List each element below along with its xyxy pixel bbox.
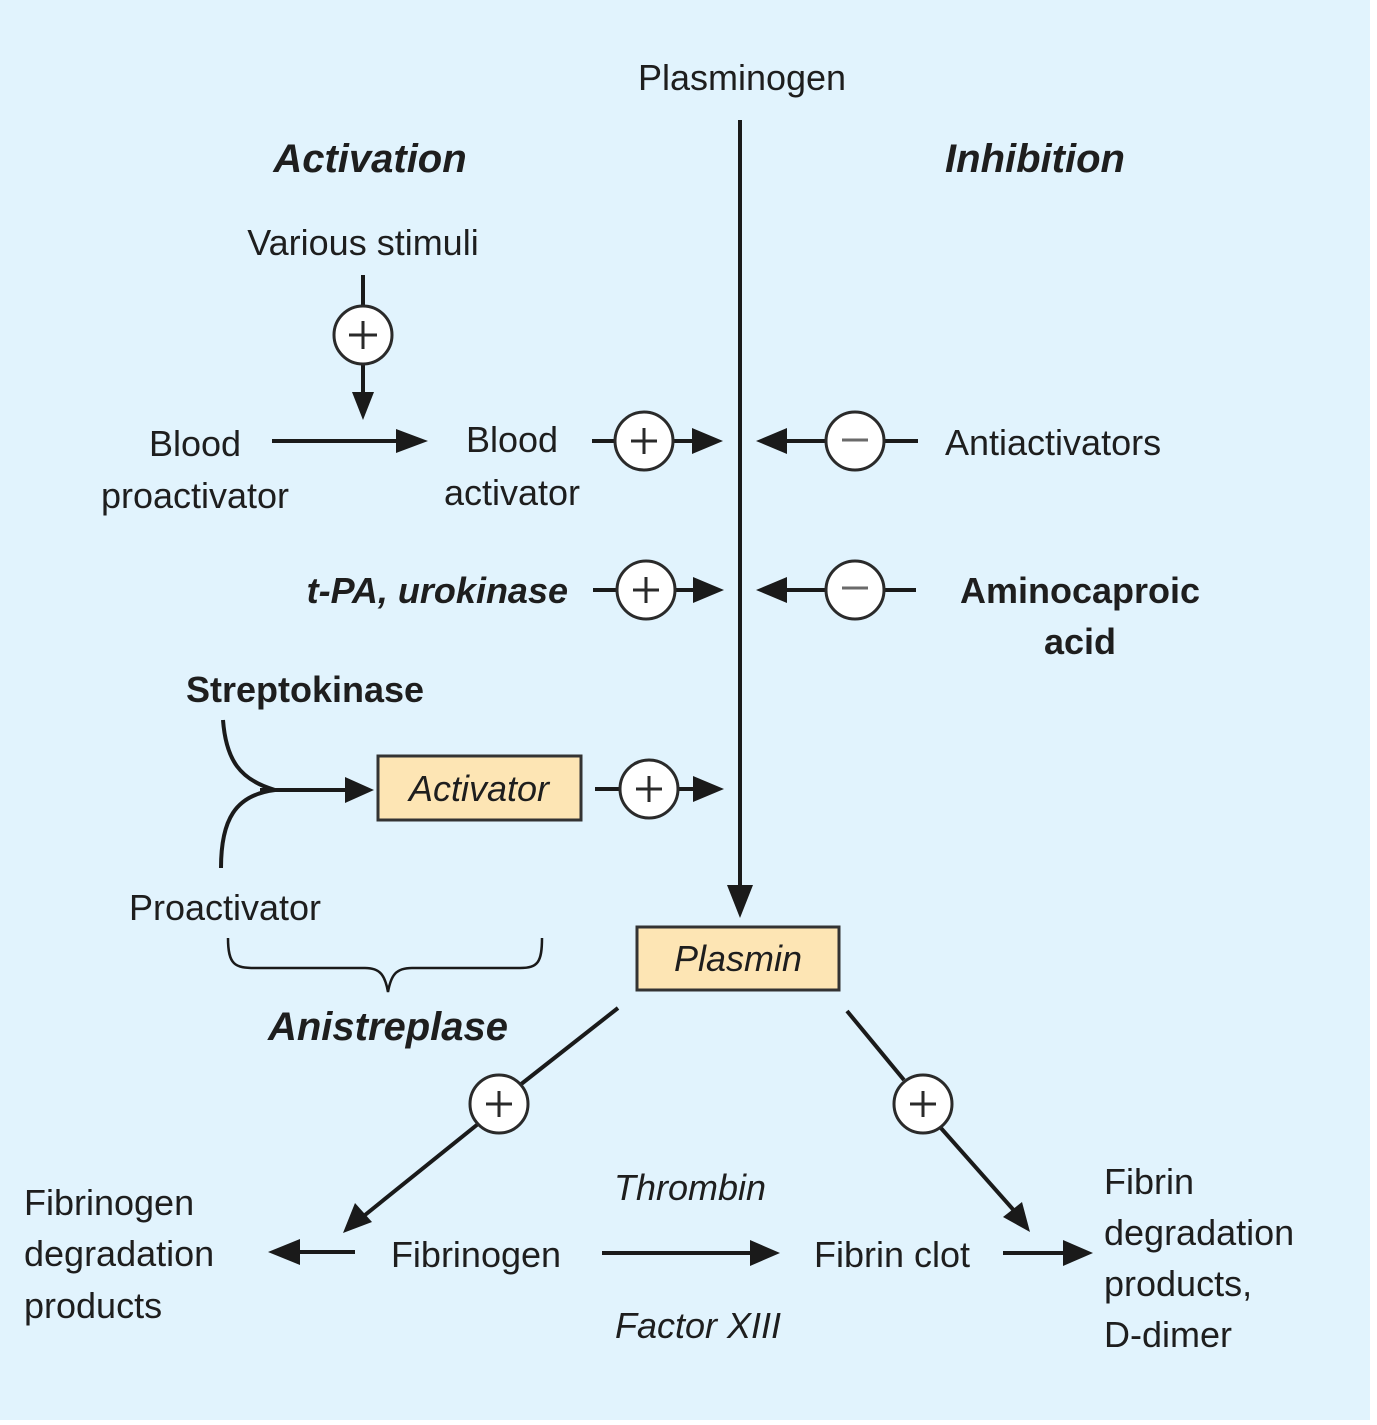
aminocaproic-minus-arrow bbox=[756, 559, 916, 621]
fibrin-clot-label: Fibrin clot bbox=[814, 1234, 970, 1275]
activator-plus-arrow bbox=[595, 758, 724, 820]
fibrinogen-to-fdp-arrow bbox=[268, 1239, 355, 1265]
proactivator-to-activator-arrow bbox=[272, 429, 428, 453]
inhibition-heading: Inhibition bbox=[945, 137, 1125, 181]
plasminogen-to-plasmin-arrow bbox=[727, 120, 753, 918]
activation-heading: Activation bbox=[272, 137, 466, 181]
activator-box: Activator bbox=[376, 754, 583, 822]
fibrin-degradation-line2: degradation bbox=[1104, 1212, 1294, 1253]
aminocaproic-acid-line1: Aminocaproic bbox=[960, 570, 1200, 611]
fibrin-degradation-line4: D-dimer bbox=[1104, 1314, 1232, 1355]
thrombin-label: Thrombin bbox=[614, 1167, 766, 1208]
plasmin-to-fibrinogen-degradation-arrow bbox=[343, 1006, 620, 1233]
various-stimuli-label: Various stimuli bbox=[247, 222, 478, 263]
blood-activator-line2: activator bbox=[444, 472, 580, 513]
blood-activator-plus-arrow bbox=[592, 410, 723, 472]
plasmin-to-fibrin-degradation-arrow bbox=[845, 1009, 1030, 1232]
blood-proactivator-line2: proactivator bbox=[101, 475, 289, 516]
anistreplase-label: Anistreplase bbox=[267, 1005, 508, 1049]
aminocaproic-acid-line2: acid bbox=[1044, 621, 1116, 662]
antiactivators-minus-arrow bbox=[756, 410, 918, 472]
anistreplase-brace bbox=[226, 937, 544, 993]
plus-sign-stimuli bbox=[332, 304, 394, 366]
plasmin-box: Plasmin bbox=[635, 925, 841, 992]
tpa-plus-arrow bbox=[593, 559, 724, 621]
plasmin-label: Plasmin bbox=[674, 938, 802, 979]
fibrinogen-label: Fibrinogen bbox=[391, 1234, 561, 1275]
blood-proactivator-line1: Blood bbox=[149, 423, 241, 464]
antiactivators-label: Antiactivators bbox=[945, 422, 1161, 463]
fibrinogen-degradation-line3: products bbox=[24, 1285, 162, 1326]
plasminogen-label: Plasminogen bbox=[638, 57, 846, 98]
activator-label: Activator bbox=[407, 768, 551, 809]
fibrinogen-to-fibrin-clot-arrow bbox=[602, 1240, 780, 1266]
tpa-urokinase-label: t-PA, urokinase bbox=[307, 570, 568, 611]
proactivator-label: Proactivator bbox=[129, 887, 321, 928]
streptokinase-label: Streptokinase bbox=[186, 669, 424, 710]
fibrin-clot-to-fdp-arrow bbox=[1003, 1240, 1093, 1266]
fibrinogen-degradation-line2: degradation bbox=[24, 1233, 214, 1274]
factor-xiii-label: Factor XIII bbox=[615, 1305, 781, 1346]
blood-activator-line1: Blood bbox=[466, 419, 558, 460]
fibrinogen-degradation-line1: Fibrinogen bbox=[24, 1182, 194, 1223]
streptokinase-proactivator-merge-arrow bbox=[219, 719, 374, 869]
fibrin-degradation-line1: Fibrin bbox=[1104, 1161, 1194, 1202]
fibrin-degradation-line3: products, bbox=[1104, 1263, 1252, 1304]
